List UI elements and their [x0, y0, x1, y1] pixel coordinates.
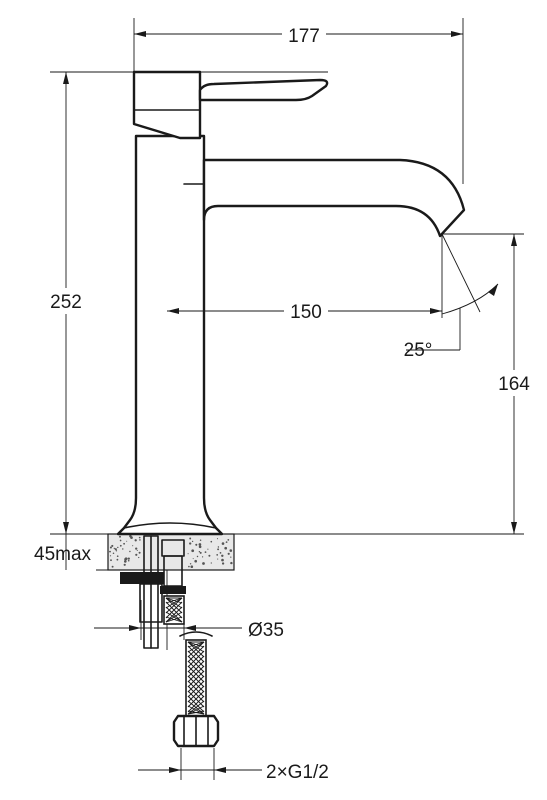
hose-upper-braid — [165, 597, 183, 623]
countertop-texture — [109, 534, 233, 568]
mixer-cap — [132, 70, 202, 140]
dim-connections: 2×G1/2 — [266, 762, 329, 783]
faucet-column — [116, 134, 224, 536]
dim-spout-height: 164 — [498, 374, 530, 395]
dimension-arrows — [63, 31, 517, 773]
dim-mounting-hole: Ø35 — [248, 620, 284, 641]
hose-lower-braid — [187, 641, 205, 715]
break-mark — [179, 631, 213, 637]
mounting-hardware — [120, 535, 220, 748]
dim-spout-angle: 25° — [404, 340, 433, 361]
dimension-lines — [65, 33, 515, 780]
faucet-body — [116, 70, 466, 536]
spout — [202, 158, 466, 238]
lever-handle — [198, 78, 329, 102]
mounting-nut — [120, 572, 164, 584]
dim-spout-reach: 150 — [290, 302, 322, 323]
dimension-labels: 177 252 150 164 25° 45max Ø35 2×G1/2 — [34, 20, 540, 783]
base-collar — [123, 522, 217, 529]
dim-overall-width: 177 — [288, 26, 320, 47]
dim-overall-height: 252 — [50, 292, 82, 313]
dim-counter-thickness: 45max — [34, 544, 92, 565]
